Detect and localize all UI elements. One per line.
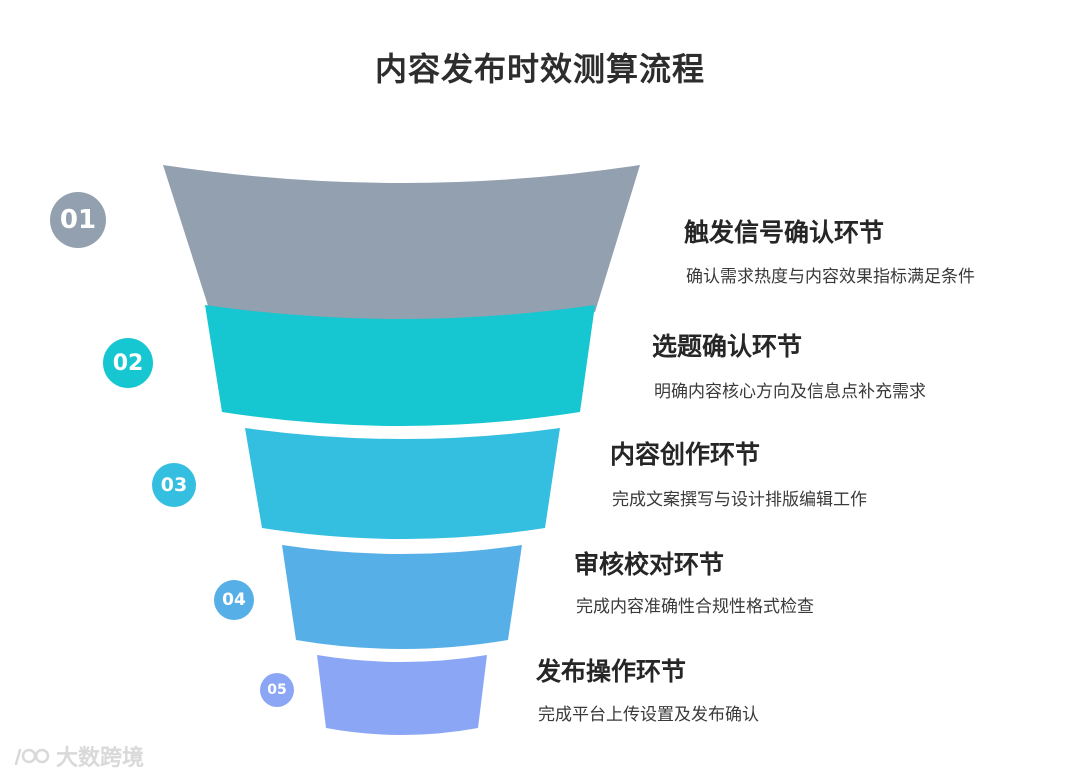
step-badge-1: 01 bbox=[50, 192, 106, 248]
stage-title-4: 审核校对环节 bbox=[574, 550, 725, 579]
stage-title-2: 选题确认环节 bbox=[652, 332, 803, 361]
watermark: 大数跨境 bbox=[12, 740, 144, 772]
funnel-segment-5 bbox=[317, 655, 487, 735]
stage-desc-3: 完成文案撰写与设计排版编辑工作 bbox=[612, 490, 867, 510]
step-badge-3: 03 bbox=[152, 463, 196, 507]
funnel-segment-1 bbox=[163, 165, 640, 330]
step-badge-4: 04 bbox=[214, 580, 254, 620]
stage-title-5: 发布操作环节 bbox=[536, 657, 687, 686]
funnel-segment-2 bbox=[205, 305, 595, 426]
step-badge-5: 05 bbox=[260, 673, 294, 707]
funnel-segment-3 bbox=[245, 428, 560, 539]
stage-desc-4: 完成内容准确性合规性格式检查 bbox=[576, 597, 814, 617]
stage-desc-2: 明确内容核心方向及信息点补充需求 bbox=[654, 382, 926, 402]
watermark-logo-icon bbox=[14, 748, 50, 766]
funnel-segment-4 bbox=[282, 545, 522, 649]
stage-desc-5: 完成平台上传设置及发布确认 bbox=[538, 705, 759, 725]
step-badge-2: 02 bbox=[103, 338, 153, 388]
watermark-text: 大数跨境 bbox=[56, 746, 145, 771]
stage-title-1: 触发信号确认环节 bbox=[684, 218, 885, 247]
stage-title-3: 内容创作环节 bbox=[610, 440, 761, 469]
page-title: 内容发布时效测算流程 bbox=[374, 50, 705, 88]
stage-desc-1: 确认需求热度与内容效果指标满足条件 bbox=[686, 267, 975, 287]
